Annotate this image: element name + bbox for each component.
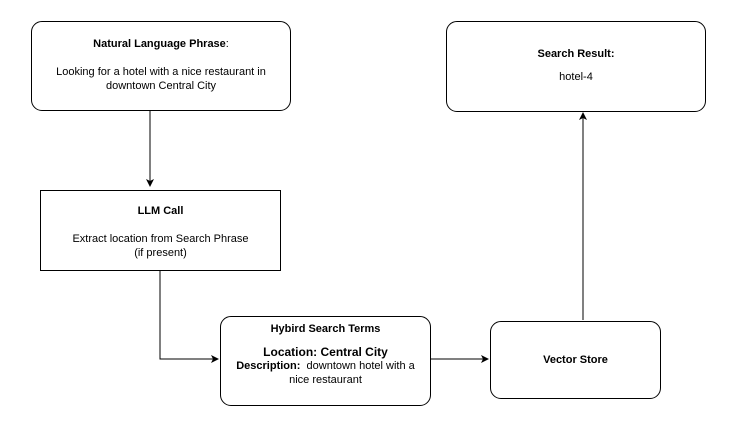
hybrid-title: Hybird Search Terms: [270, 323, 381, 335]
llm-text-line-2: (if present): [134, 247, 187, 259]
node-vector-store: Vector Store: [490, 321, 661, 399]
edge-llm-to-hybrid: [159, 270, 219, 363]
phrase-title-row: Natural Language Phrase:: [32, 37, 290, 51]
hybrid-location: Location: Central City: [263, 345, 388, 359]
llm-text-line-1: Extract location from Search Phrase: [72, 233, 249, 245]
node-llm-call: LLM Call Extract location from Search Ph…: [40, 190, 281, 271]
vector-title: Vector Store: [543, 354, 608, 366]
hybrid-description-value: downtown hotel with a: [300, 360, 415, 372]
phrase-text-line-2: downtown Central City: [105, 80, 217, 92]
node-hybrid-search-terms: Hybird Search Terms Location: Central Ci…: [220, 316, 431, 406]
phrase-title: Natural Language Phrase: [93, 38, 226, 50]
llm-title: LLM Call: [137, 205, 184, 217]
node-natural-language-phrase: Natural Language Phrase: Looking for a h…: [31, 21, 291, 111]
hybrid-description-value-2: nice restaurant: [289, 374, 362, 386]
phrase-text-line-1: Looking for a hotel with a nice restaura…: [56, 66, 266, 78]
result-value: hotel-4: [559, 71, 593, 83]
phrase-title-suffix: :: [225, 38, 229, 50]
node-search-result: Search Result: hotel-4: [446, 21, 706, 112]
result-title: Search Result:: [537, 48, 615, 60]
hybrid-description-label: Description:: [236, 360, 301, 372]
hybrid-description-row: Description: downtown hotel with a: [221, 359, 430, 373]
